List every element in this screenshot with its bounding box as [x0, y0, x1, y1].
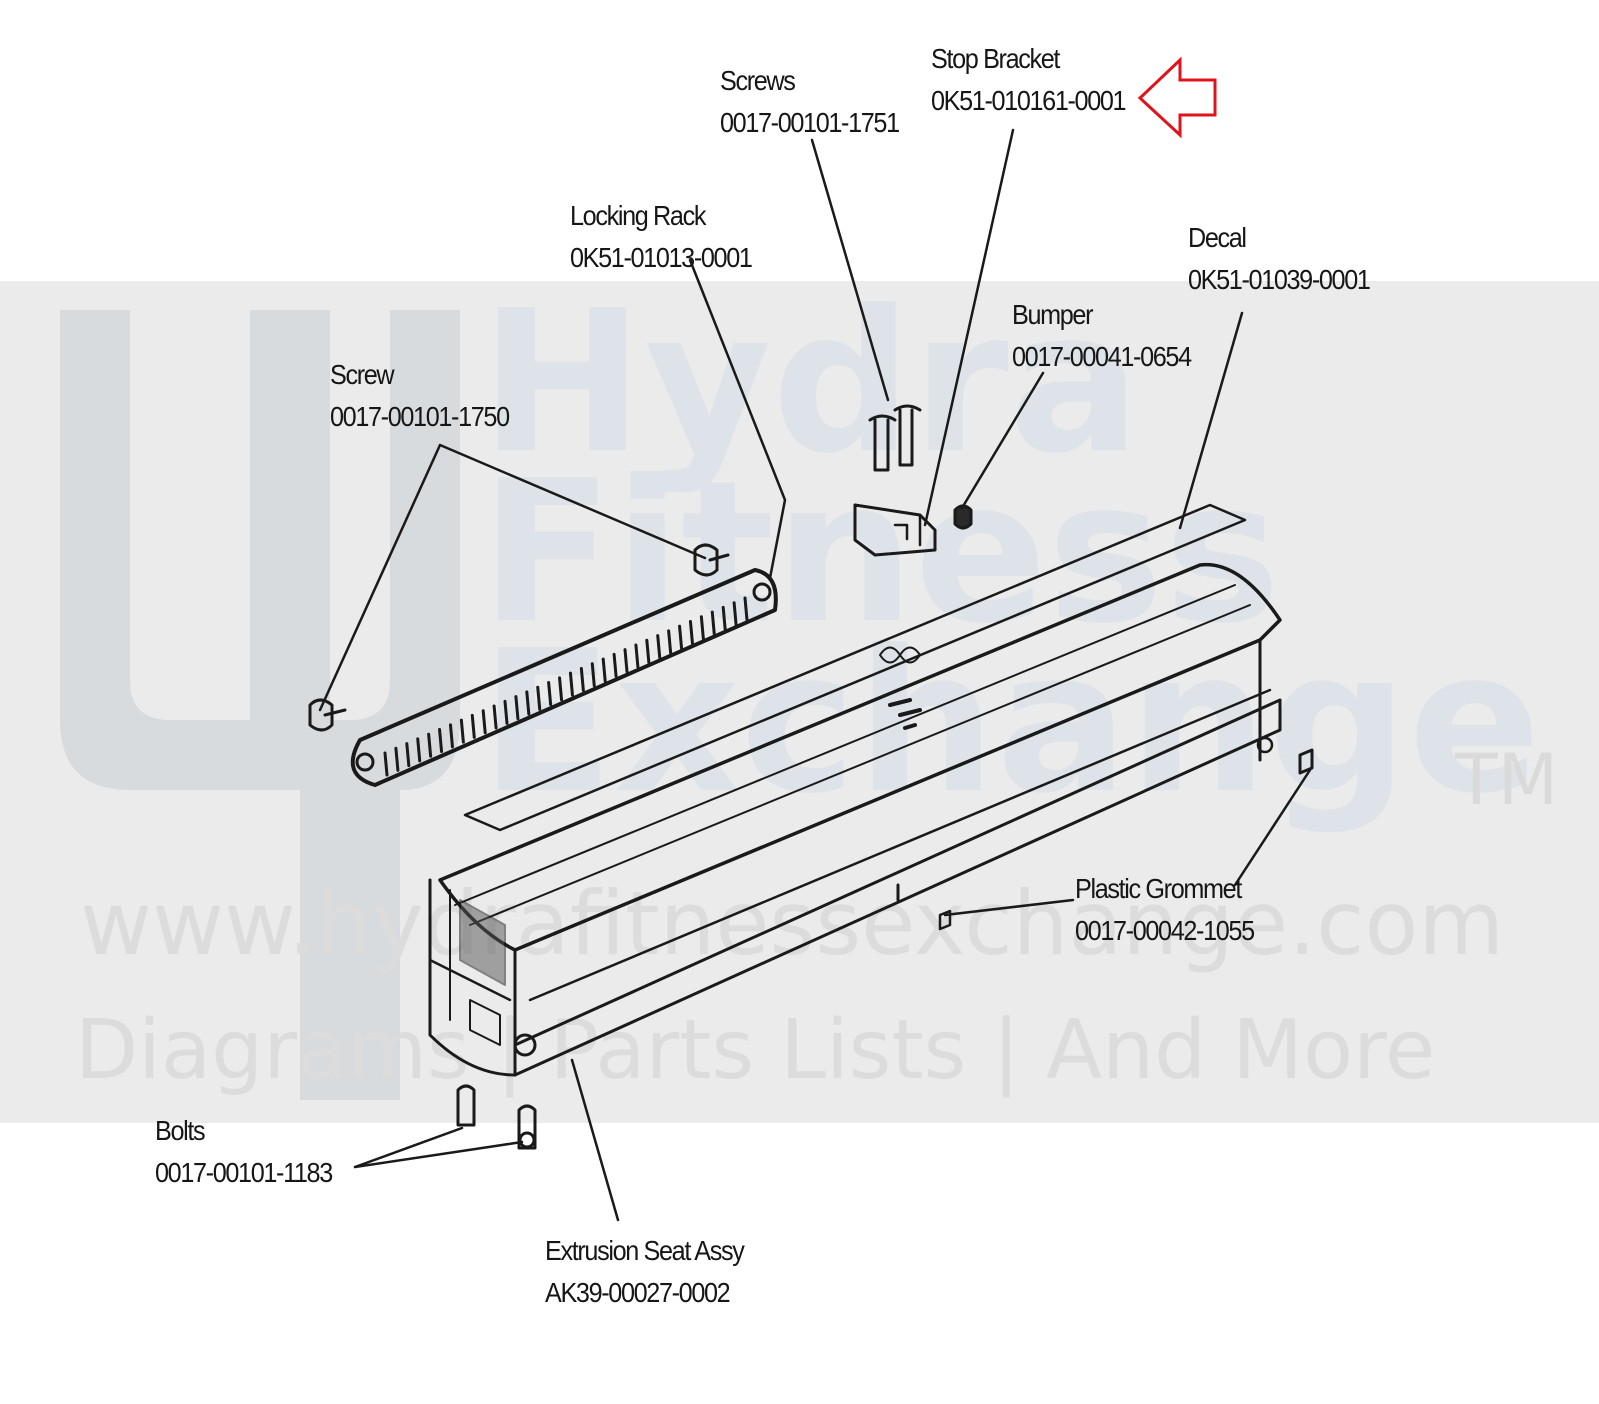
rack-tooth — [732, 601, 738, 627]
rack-tooth — [503, 699, 509, 725]
label-bolts: Bolts 0017-00101-1183 — [155, 1110, 333, 1194]
rack-tooth — [710, 610, 716, 636]
rack-tooth — [721, 605, 727, 631]
plastic-grommet-name: Plastic Grommet — [1075, 873, 1242, 904]
rack-tooth — [470, 713, 476, 739]
rack-tooth — [536, 685, 542, 711]
rack-tooth — [623, 648, 629, 674]
bolts-drawing — [456, 1084, 537, 1150]
screw-name: Screw — [330, 359, 395, 390]
decal-name: Decal — [1188, 222, 1247, 253]
rack-tooth — [590, 662, 596, 688]
watermark-trademark: TM — [1455, 739, 1559, 821]
locking-rack-number: 0K51-01013-0001 — [570, 242, 753, 273]
extrusion-seat-assy-drawing — [428, 562, 1282, 1077]
rack-tooth — [699, 615, 705, 641]
label-bumper: Bumper 0017-00041-0654 — [1012, 294, 1192, 378]
rack-tooth — [547, 681, 553, 707]
bolts-name: Bolts — [155, 1115, 206, 1146]
plastic-grommet-number: 0017-00042-1055 — [1075, 915, 1255, 946]
rack-tooth — [601, 657, 607, 683]
rack-tooth — [743, 596, 749, 622]
stop-bracket-drawing — [853, 503, 937, 557]
rack-tooth — [394, 746, 400, 772]
rack-tooth — [383, 751, 389, 777]
rack-tooth — [525, 690, 531, 716]
screw-number: 0017-00101-1750 — [330, 401, 510, 432]
decal-drawing — [463, 503, 1247, 832]
rack-tooth — [405, 742, 411, 768]
rack-tooth — [579, 666, 585, 692]
stop-bracket-number: 0K51-010161-0001 — [931, 85, 1127, 116]
extrusion-seat-assy-number: AK39-00027-0002 — [545, 1277, 731, 1308]
screws-number: 0017-00101-1751 — [720, 107, 900, 138]
watermark-url: www.hydrafitnessexchange.com — [80, 872, 1505, 975]
locking-rack-name: Locking Rack — [570, 200, 706, 231]
leader-lines — [318, 128, 1312, 1222]
bolts-number: 0017-00101-1183 — [155, 1157, 333, 1188]
label-plastic-grommet: Plastic Grommet 0017-00042-1055 — [1075, 868, 1255, 952]
rack-tooth — [448, 723, 454, 749]
rack-tooth — [459, 718, 465, 744]
label-screw: Screw 0017-00101-1750 — [330, 354, 510, 438]
screw-drawing — [308, 543, 730, 732]
rack-tooth — [514, 695, 520, 721]
bumper-drawing — [953, 504, 973, 530]
rack-tooth — [558, 676, 564, 702]
bumper-number: 0017-00041-0654 — [1012, 341, 1192, 372]
rack-tooth — [612, 652, 618, 678]
rack-tooth — [634, 643, 640, 669]
label-locking-rack: Locking Rack 0K51-01013-0001 — [570, 195, 753, 279]
rack-tooth — [656, 634, 662, 660]
rack-tooth — [427, 732, 433, 758]
decal-number: 0K51-01039-0001 — [1188, 264, 1371, 295]
rack-tooth — [438, 728, 444, 754]
rack-tooth — [667, 629, 673, 655]
label-extrusion-seat-assy: Extrusion Seat Assy AK39-00027-0002 — [545, 1230, 745, 1314]
extrusion-seat-assy-name: Extrusion Seat Assy — [545, 1235, 745, 1266]
screws-name: Screws — [720, 65, 796, 96]
rack-tooth — [481, 709, 487, 735]
label-screws: Screws 0017-00101-1751 — [720, 60, 900, 144]
rack-tooth — [645, 638, 651, 664]
label-decal: Decal 0K51-01039-0001 — [1188, 217, 1371, 301]
screws-drawing — [868, 404, 922, 472]
rack-tooth — [688, 619, 694, 645]
rack-tooth — [568, 671, 574, 697]
plastic-grommet-drawing — [1298, 748, 1314, 775]
bumper-name: Bumper — [1012, 299, 1093, 330]
locking-rack-drawing — [350, 568, 778, 787]
label-stop-bracket: Stop Bracket 0K51-010161-0001 — [931, 38, 1127, 122]
stop-bracket-name: Stop Bracket — [931, 43, 1060, 74]
watermark-brand-line1: Hydra — [480, 269, 1142, 497]
rack-tooth — [416, 737, 422, 763]
rack-tooth — [678, 624, 684, 650]
rack-tooth — [492, 704, 498, 730]
watermark-brand-line2: Fitness — [480, 439, 1281, 667]
watermark-tagline: Diagrams | Parts Lists | And More — [75, 1003, 1436, 1098]
